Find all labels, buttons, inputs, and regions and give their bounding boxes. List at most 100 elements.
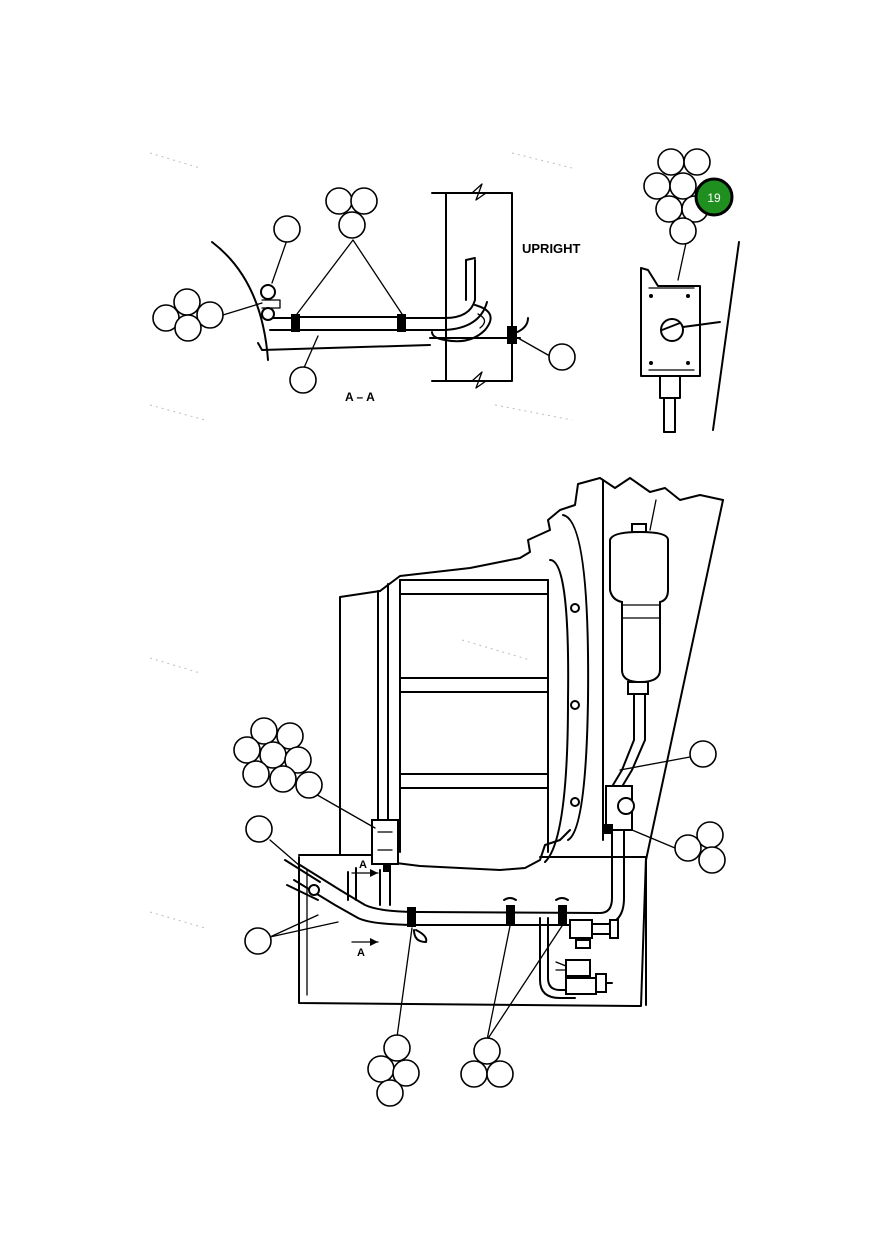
callout-balloon[interactable] [338,211,366,239]
rivet [570,797,580,807]
reservoir-bands [621,604,661,619]
frame-bar-2 [399,677,549,693]
grommet [507,326,517,344]
main-pipe-upper [299,829,613,914]
callout-balloon[interactable] [284,746,312,774]
bracket-nut [383,864,391,872]
callout-balloon[interactable] [657,148,685,176]
callout-balloon[interactable] [376,1079,404,1107]
upright-label: UPRIGHT [522,241,581,256]
callout-balloon[interactable] [174,314,202,342]
pipe-clamp [407,907,416,927]
leader [269,839,301,867]
torn-lower-edge [387,829,571,871]
hose-loop [431,304,492,343]
screw [686,361,690,365]
clamp-left [291,314,300,332]
switch-stem [659,375,681,399]
leader [631,829,676,849]
callout-balloon[interactable] [325,187,353,215]
callout-balloon[interactable] [367,1055,395,1083]
scan-marks [149,152,573,929]
callout-balloon[interactable] [233,736,261,764]
tank-shell-left [339,590,381,856]
callout-balloon[interactable] [245,815,273,843]
tank-wall-arc [211,241,269,361]
callout-balloon[interactable] [273,215,301,243]
frame-bar-3 [399,773,549,789]
leader [352,239,403,315]
frame-bar-1 [399,579,549,595]
switch-detail-view [640,241,740,433]
callout-balloon[interactable] [173,288,201,316]
clamp-tab [503,897,517,901]
reservoir-outlet [627,681,649,695]
reservoir-hose-b [619,693,646,791]
rivet [570,603,580,613]
break-mark-top [471,183,487,201]
tank-curve-outer [562,514,590,841]
riser-pipe [465,259,476,301]
leader [396,927,413,1038]
section-arrowhead-bottom [370,938,378,946]
callout-balloon[interactable] [674,834,702,862]
leader [649,499,657,531]
break-mark-bottom [471,371,487,389]
leader [302,335,319,371]
frame-sides [399,579,549,853]
valve-handle [595,973,607,993]
base-plate [257,342,431,351]
callout-balloon[interactable] [669,172,697,200]
callout-balloon[interactable] [242,760,270,788]
callout-balloon[interactable] [244,927,272,955]
rivet [570,700,580,710]
leader [677,242,687,281]
pipe-sleeve [297,316,404,331]
callout-balloon[interactable] [643,172,671,200]
leader [517,337,549,356]
screw [686,294,690,298]
drain-hose-a [539,917,576,999]
housing-edges [648,287,695,371]
torn-top-edge [379,477,724,592]
section-mark-top: A [359,859,367,871]
pipe-end [514,317,529,334]
section-mark-bottom: A [357,947,365,959]
section-arrowhead-top [370,869,378,877]
bracket-slots [377,831,393,851]
callout-balloon[interactable] [548,343,576,371]
valve-nut [591,923,611,935]
callout-balloon[interactable] [689,740,717,768]
callout-balloon[interactable] [486,1060,514,1088]
pipe-clamp [506,905,515,925]
hose-inner [477,313,486,329]
callout-balloon[interactable] [289,366,317,394]
callout-balloon[interactable] [383,1034,411,1062]
callout-balloon[interactable] [392,1059,420,1087]
bracket-plate [371,819,399,865]
callout-balloon[interactable] [269,765,297,793]
callout-balloon[interactable] [295,771,323,799]
callout-balloon[interactable] [350,187,378,215]
knob-pointer [661,322,681,331]
drain-hose-b [547,917,576,991]
callout-balloon[interactable] [683,148,711,176]
clamp-tab [555,897,569,901]
callout-balloon[interactable] [250,717,278,745]
upright-beam-outline [431,192,513,382]
callout-balloon[interactable] [473,1037,501,1065]
reservoir-bottle [609,530,669,684]
main-pipe-lower [293,829,625,926]
callout-balloon[interactable] [460,1060,488,1088]
branch-fitting [308,884,320,896]
screw [649,294,653,298]
leader [269,914,319,938]
tank-column [377,583,389,858]
callout-balloon[interactable] [698,846,726,874]
callout-balloon[interactable] [669,217,697,245]
switch-conduit [663,397,676,433]
clamp-tab [413,929,428,943]
callout-balloon-highlighted[interactable] [694,177,734,217]
callout-balloon[interactable] [196,301,224,329]
